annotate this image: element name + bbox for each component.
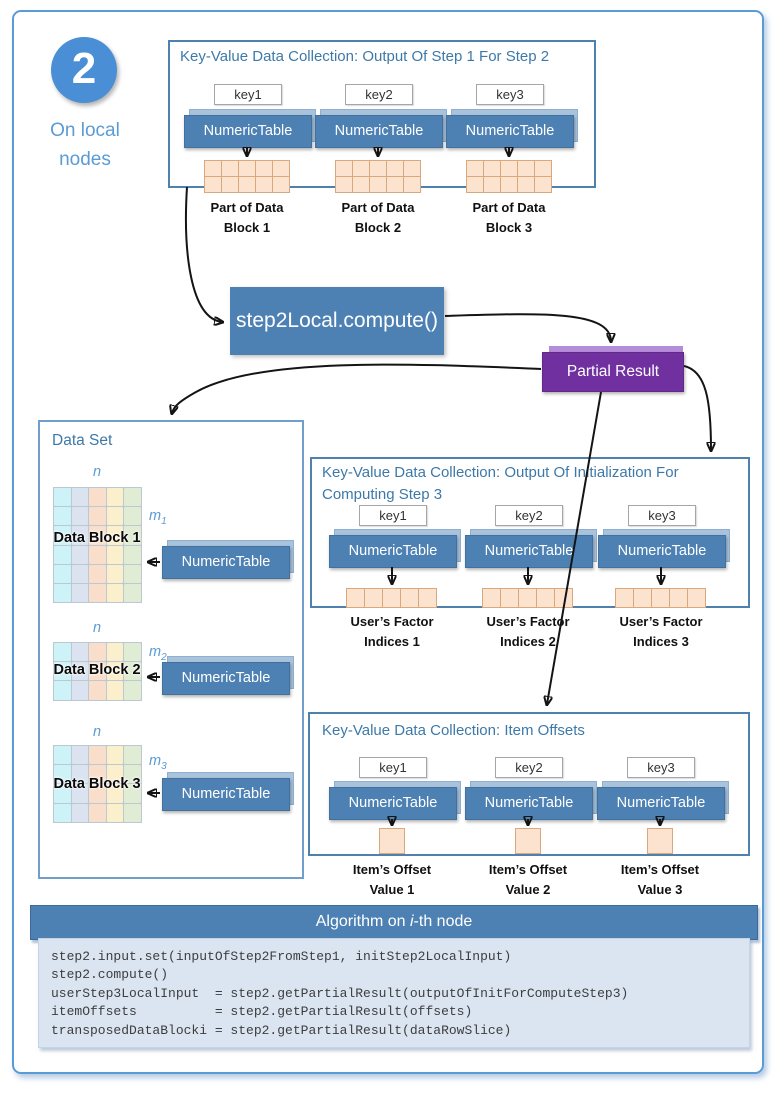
compute-box: step2Local.compute() [230,287,444,355]
numerictable-label: NumericTable [446,115,574,148]
numerictable-box: NumericTable [446,109,578,148]
numerictable-box: NumericTable [465,781,597,820]
m-label: m1 [149,508,167,527]
numerictable-label: NumericTable [184,115,312,148]
part-of-data-grid [335,160,421,193]
partial-result-label: Partial Result [542,352,684,392]
numerictable-label: NumericTable [329,787,457,820]
outer-frame [12,10,764,1074]
data-block-grid [53,487,142,604]
numerictable-label: NumericTable [597,787,725,820]
code-line: step2.input.set(inputOfStep2FromStep1, i… [51,949,512,964]
offset-value-cell [379,828,405,854]
code-block: step2.input.set(inputOfStep2FromStep1, i… [38,938,750,1048]
data-block-name: Data Block 1 [53,530,141,546]
step-caption: On local nodes [50,120,120,171]
kv1-title: Key-Value Data Collection: Output Of Ste… [180,48,550,65]
numerictable-label: NumericTable [329,535,457,568]
numerictable-label: NumericTable [162,662,290,695]
column-caption: User’s Factor Indices 2 [486,614,570,649]
m-symbol: m [149,753,162,769]
key-label: key2 [495,505,563,526]
partial-result-box: Partial Result [542,346,690,392]
part-of-data-grid [204,160,290,193]
numerictable-label: NumericTable [465,535,593,568]
data-block-grid [53,745,142,823]
kv3-title: Key-Value Data Collection: Item Offsets [322,722,585,739]
n-label: n [92,724,102,740]
algorithm-title-prefix: Algorithm on [315,913,410,930]
offset-value-cell [647,828,673,854]
algorithm-title-suffix: -th node [413,913,473,930]
column-caption: User’s Factor Indices 3 [619,614,703,649]
part-of-data-grid [466,160,552,193]
numerictable-box: NumericTable [465,529,597,568]
m-symbol: m [149,644,162,660]
n-label: n [92,620,102,636]
numerictable-box: NumericTable [598,529,730,568]
code-line: step2.compute() [51,967,169,983]
factor-indices-strip [482,588,573,608]
key-label: key3 [628,505,696,526]
m-symbol: m [149,508,162,524]
column-caption: Item’s Offset Value 3 [620,862,700,897]
data-block-name: Data Block 2 [53,662,141,678]
numerictable-box: NumericTable [162,540,294,579]
numerictable-label: NumericTable [465,787,593,820]
column-caption: Part of Data Block 2 [341,200,415,235]
kv2-title: Key-Value Data Collection: Output Of Ini… [322,464,679,503]
column-caption: Item’s Offset Value 1 [352,862,432,897]
key-label: key2 [345,84,413,105]
numerictable-label: NumericTable [162,778,290,811]
numerictable-box: NumericTable [162,772,294,811]
numerictable-box: NumericTable [162,656,294,695]
numerictable-box: NumericTable [329,529,461,568]
m-subscript: 1 [161,515,167,527]
numerictable-box: NumericTable [315,109,447,148]
code-line: itemOffsets = step2.getPartialResult(off… [51,1004,473,1020]
m-label: m2 [149,644,167,663]
algorithm-title-italic-i: i [409,913,414,930]
numerictable-box: NumericTable [597,781,729,820]
m-subscript: 2 [161,651,167,663]
data-block-name: Data Block 3 [53,776,141,792]
m-label: m3 [149,753,167,772]
step-number-badge: 2 [51,37,117,103]
key-label: key3 [476,84,544,105]
numerictable-box: NumericTable [329,781,461,820]
numerictable-box: NumericTable [184,109,316,148]
n-label: n [92,464,102,480]
numerictable-label: NumericTable [315,115,443,148]
numerictable-label: NumericTable [162,546,290,579]
code-line: userStep3LocalInput = step2.getPartialRe… [51,985,629,1001]
code-line: transposedDataBlocki = step2.getPartialR… [51,1022,512,1038]
factor-indices-strip [346,588,437,608]
dataset-title: Data Set [52,432,113,449]
key-label: key1 [359,757,427,778]
factor-indices-strip [615,588,706,608]
data-block-grid [53,642,142,701]
offset-value-cell [515,828,541,854]
column-caption: Part of Data Block 3 [472,200,546,235]
key-label: key2 [495,757,563,778]
algorithm-header: Algorithm on i-th node [30,905,758,940]
key-label: key1 [214,84,282,105]
key-label: key1 [359,505,427,526]
m-subscript: 3 [161,760,167,772]
column-caption: User’s Factor Indices 1 [350,614,434,649]
numerictable-label: NumericTable [598,535,726,568]
column-caption: Item’s Offset Value 2 [488,862,568,897]
key-label: key3 [627,757,695,778]
column-caption: Part of Data Block 1 [210,200,284,235]
